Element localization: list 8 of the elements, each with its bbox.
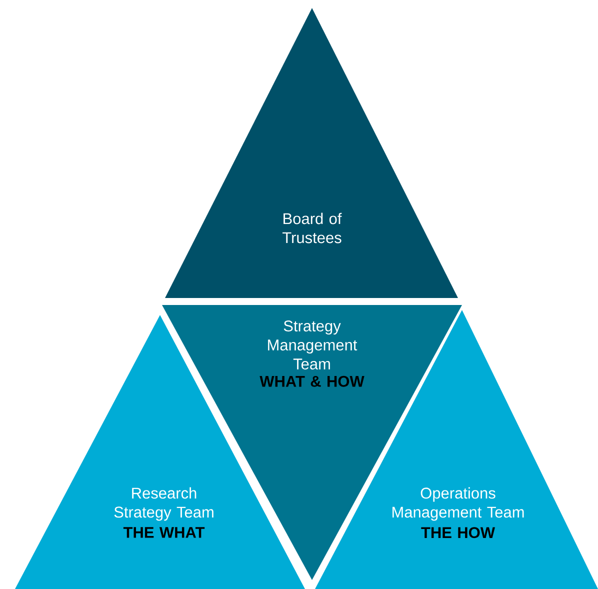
triangle-label: Strategy Management Team [268,320,358,370]
triangle-subtitle: THE WHAT [123,527,205,538]
triangle-label: Research Strategy Team [114,487,214,521]
triangle-subtitle: WHAT & HOW [260,376,364,387]
triangle [165,8,458,298]
triangle-label: Operations Management Team [392,487,524,521]
triangle-label: Board of Trustees [282,212,342,244]
triangle-subtitle: THE HOW [421,527,495,538]
